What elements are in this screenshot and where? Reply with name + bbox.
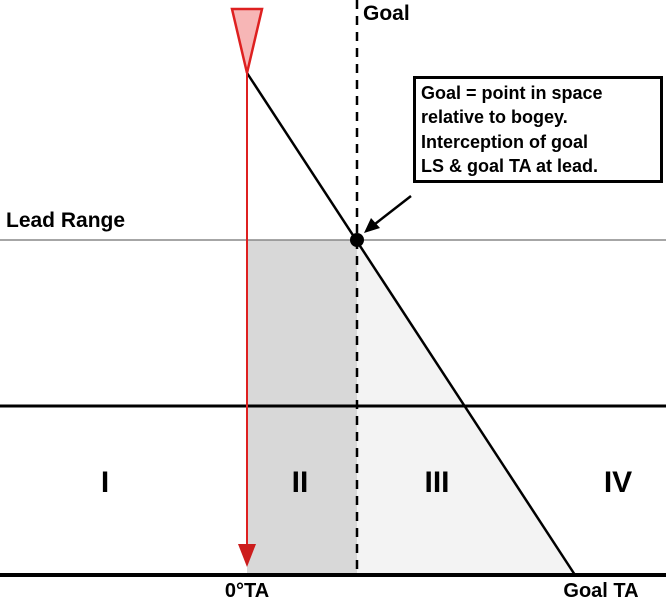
zero-ta-label: 0°TA [224, 580, 270, 602]
red-arrowhead-solid-icon [238, 544, 256, 567]
region-iii-label: III [424, 466, 450, 499]
goal-ta-label: Goal TA [563, 580, 639, 602]
goal-ls-line [245, 72, 577, 576]
region-ii-label: II [291, 466, 309, 499]
callout-arrow-line [374, 195, 412, 225]
red-arrowhead-outline-icon [230, 7, 264, 74]
callout-box: Goal = point in space relative to bogey.… [413, 76, 663, 184]
lead-point-dot [350, 233, 364, 247]
goal-label: Goal [363, 2, 410, 25]
lead-range-label: Lead Range [6, 209, 126, 232]
region-i-label: I [100, 466, 110, 499]
callout-arrowhead-icon [364, 218, 380, 233]
region-iv-label: IV [603, 466, 633, 499]
